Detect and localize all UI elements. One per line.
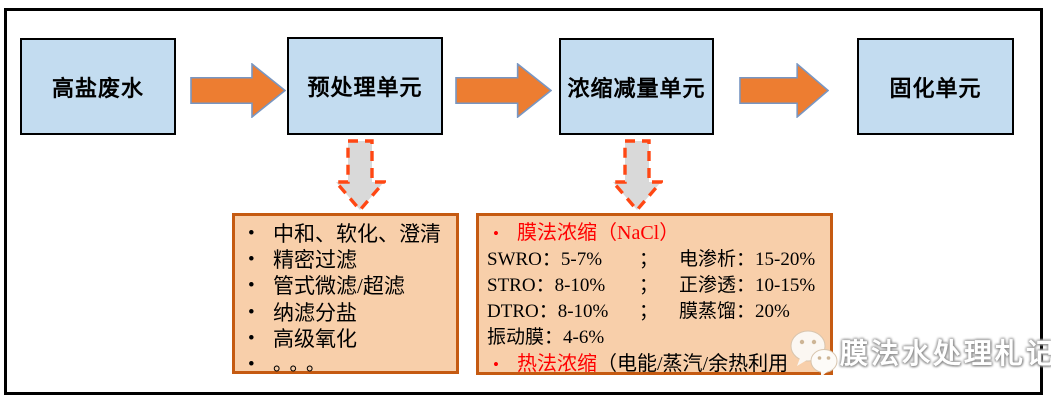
flow-box-label: 浓缩减量单元 <box>567 75 706 101</box>
watermark-text: 膜法水处理札记 <box>840 338 1051 369</box>
watermark: 膜法水处理札记 <box>788 325 1051 379</box>
dashed-down-arrow-icon <box>611 139 663 212</box>
list-item-ellipsis: 。。。 <box>241 352 448 378</box>
list-item: 纳滤分盐 <box>241 300 448 326</box>
right-arrow-icon <box>190 63 286 118</box>
flow-box-label: 固化单元 <box>889 75 982 101</box>
stat-row: 振动膜：4-6% <box>487 327 605 348</box>
flow-box-label: 高盐废水 <box>51 75 144 101</box>
flow-box-pretreatment: 预处理单元 <box>287 37 443 135</box>
red-bullet-icon: • <box>493 355 499 374</box>
membrane-concentration-title: • 膜法浓缩（NaCl） <box>487 220 822 247</box>
stat-row: STRO：8-10% ； 正渗透：10-15% <box>487 275 816 296</box>
list-item: 中和、软化、澄清 <box>241 221 448 247</box>
list-item: 精密过滤 <box>241 247 448 273</box>
flow-box-solidification: 固化单元 <box>857 38 1014 135</box>
flow-box-raw-wastewater: 高盐废水 <box>20 38 176 135</box>
pretreatment-detail-box: 中和、软化、澄清 精密过滤 管式微滤/超滤 纳滤分盐 高级氧化 。。。 <box>232 213 459 378</box>
thermal-concentration-title: • 热法浓缩 （电能/蒸汽/余热利用 <box>487 351 822 374</box>
list-item: 高级氧化 <box>241 326 448 352</box>
stat-row: DTRO：8-10% ； 膜蒸馏：20% <box>487 301 790 322</box>
right-arrow-icon <box>739 63 829 118</box>
flow-box-concentration: 浓缩减量单元 <box>559 38 714 135</box>
wechat-logo-icon <box>790 330 838 377</box>
concentration-detail-box: • 膜法浓缩（NaCl） SWRO：5-7% ； 电渗析：15-20% STRO… <box>476 213 833 375</box>
right-arrow-icon <box>455 63 552 118</box>
list-item: 管式微滤/超滤 <box>241 273 448 299</box>
red-bullet-icon: • <box>493 224 499 243</box>
pretreatment-item-list: 中和、软化、澄清 精密过滤 管式微滤/超滤 纳滤分盐 高级氧化 。。。 <box>241 221 448 378</box>
stat-row: SWRO：5-7% ； 电渗析：15-20% <box>487 249 816 270</box>
flow-box-label: 预处理单元 <box>307 75 423 100</box>
dashed-down-arrow-icon <box>334 139 386 212</box>
